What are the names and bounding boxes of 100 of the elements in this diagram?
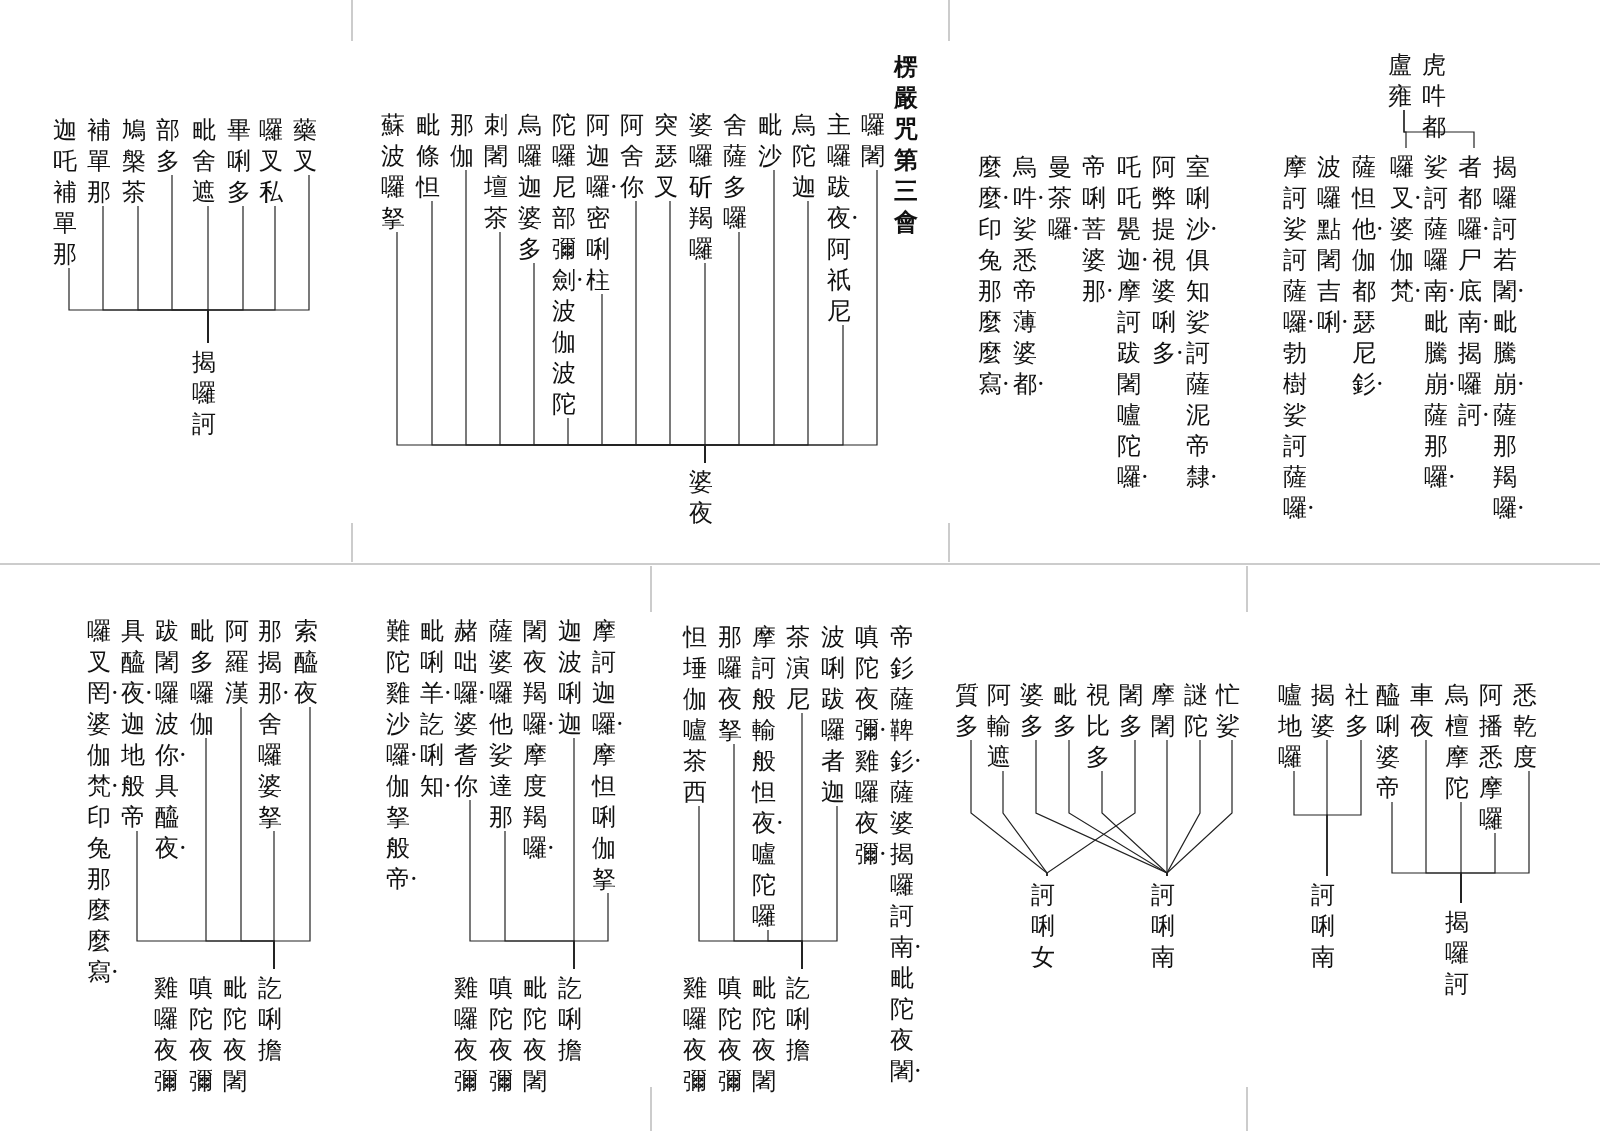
- gloss-text: 毗陀夜闍: [752, 973, 784, 1097]
- text-column: 毗多: [1053, 680, 1085, 742]
- text-column: 阿弊提視婆唎多·: [1152, 152, 1184, 369]
- gloss-text: 嗔陀夜彌: [718, 973, 750, 1097]
- text-column: 盧雍: [1388, 50, 1420, 112]
- text-column: 囉闍: [861, 110, 893, 172]
- text-column: 室唎沙·俱知娑訶薩泥帝隸·: [1186, 152, 1218, 493]
- text-column: 鳩槃茶: [122, 115, 154, 208]
- gloss-text: 訖唎擔: [786, 973, 818, 1066]
- text-column: 帝唎菩婆那·: [1082, 152, 1114, 307]
- text-column: 視比多: [1086, 680, 1118, 773]
- connector-line: [1403, 109, 1475, 149]
- text-column: 毗沙: [758, 110, 790, 172]
- text-column: 那伽: [450, 110, 482, 172]
- gloss-text: 訖唎擔: [558, 973, 590, 1066]
- text-column: 陀囉尼部彌劍·波伽波陀: [552, 110, 584, 420]
- text-column: 闍多: [1119, 680, 1151, 742]
- gloss-text: 雞囉夜彌: [154, 973, 186, 1097]
- text-column: 闍夜羯囉·摩度羯囉·: [523, 616, 555, 864]
- connector-line: [970, 739, 1048, 877]
- text-column: 謎陀: [1184, 680, 1216, 742]
- connector-line: [396, 231, 706, 464]
- connector-line: [136, 830, 275, 970]
- text-column: 毗條怛: [416, 110, 448, 203]
- text-column: 毗唎羊·訖唎知·: [420, 616, 452, 802]
- connector-line: [469, 799, 575, 970]
- text-column: 烏吽·娑悉帝薄婆都·: [1013, 152, 1045, 400]
- gloss-text: 嗔陀夜彌: [489, 973, 521, 1097]
- text-column: 阿播悉摩囉: [1479, 680, 1511, 835]
- text-column: 突瑟叉: [654, 110, 686, 203]
- gloss-text: 毗陀夜闍: [523, 973, 555, 1097]
- text-column: 嗔陀夜彌·雞囉夜彌·: [855, 622, 887, 870]
- text-column: 那囉夜拏: [718, 622, 750, 746]
- connector-line: [698, 805, 803, 970]
- gloss-text: 雞囉夜彌: [454, 973, 486, 1097]
- text-column: 摩闍: [1151, 680, 1183, 742]
- text-column: 烏檀摩陀: [1445, 680, 1477, 804]
- text-column: 蘇波囉拏: [381, 110, 413, 234]
- text-column: 者都囉·尸底南·揭囉訶·: [1458, 152, 1490, 431]
- text-column: 阿輸遮: [987, 680, 1019, 773]
- text-column: 帝釤薩鞞釤·薩婆揭囉訶南·毗陀夜闍·: [890, 622, 922, 1087]
- text-column: 那揭那·舍囉婆拏: [258, 616, 290, 833]
- text-column: 補單那: [87, 115, 119, 208]
- gloss-text: 揭囉訶: [192, 347, 224, 440]
- connector-line: [1391, 801, 1462, 904]
- text-column: 摩訶迦囉·摩怛唎伽拏: [592, 616, 624, 895]
- text-column: 車夜: [1410, 680, 1442, 742]
- text-column: 主囉跋夜·阿祇尼: [827, 110, 859, 327]
- text-column: 曼茶囉·: [1048, 152, 1080, 245]
- text-column: 吒吒甖迦·摩訶跋闍嚧陀囉·: [1117, 152, 1149, 493]
- text-column: 悉乾度: [1513, 680, 1545, 773]
- text-column: 揭婆: [1311, 680, 1343, 742]
- text-column: 摩訶般輸般怛夜·嚧陀囉: [752, 622, 784, 932]
- text-column: 婆囉斫羯囉: [689, 110, 721, 265]
- connector-line: [1293, 770, 1328, 877]
- gloss-text: 嗔陀夜彌: [189, 973, 221, 1097]
- text-column: 刺闍壇茶: [484, 110, 516, 234]
- text-column: 娑訶薩囉南·毗騰崩·薩那囉·: [1424, 152, 1456, 493]
- text-column: 迦波唎迦: [558, 616, 590, 740]
- text-column: 跋闍囉波你·具醯夜·: [155, 616, 187, 864]
- text-column: 虎吽都: [1422, 50, 1454, 143]
- text-column: 質多: [955, 680, 987, 742]
- text-column: 麼麼·印兔那麼麼寫·: [978, 152, 1010, 400]
- text-column: 囉叉私: [259, 115, 291, 208]
- text-column: 波囉點闍吉唎·: [1317, 152, 1349, 338]
- gloss-text: 揭囉訶: [1445, 907, 1477, 1000]
- text-column: 迦吒補單那: [53, 115, 85, 270]
- text-column: 毗舍遮: [192, 115, 224, 208]
- text-column: 具醯夜·迦地般帝: [121, 616, 153, 833]
- text-column: 烏陀迦: [792, 110, 824, 203]
- text-column: 囉叉·婆伽梵·: [1390, 152, 1422, 307]
- gloss-text: 訖唎擔: [258, 973, 290, 1066]
- title: 楞嚴咒第三會: [894, 51, 919, 237]
- text-column: 藥叉: [293, 115, 325, 177]
- gloss-text: 毗陀夜闍: [223, 973, 255, 1097]
- connector-line: [68, 267, 209, 344]
- text-column: 毗多囉伽: [190, 616, 222, 740]
- text-column: 阿迦囉·密唎柱: [586, 110, 618, 296]
- text-column: 醯唎婆帝: [1376, 680, 1408, 804]
- text-column: 畢唎多: [227, 115, 259, 208]
- text-column: 部多: [156, 115, 188, 177]
- text-column: 嚧地囉: [1278, 680, 1310, 773]
- text-column: 忙娑: [1216, 680, 1248, 742]
- text-column: 索醯夜: [294, 616, 326, 709]
- gloss-text: 訶唎南: [1151, 880, 1183, 973]
- text-column: 波唎跋囉者迦: [821, 622, 853, 808]
- text-column: 茶演尼: [786, 622, 818, 715]
- gloss-text: 婆夜: [689, 467, 721, 529]
- text-column: 阿羅漢: [225, 616, 257, 709]
- text-column: 摩訶娑訶薩囉·勃樹娑訶薩囉·: [1283, 152, 1315, 524]
- text-column: 赭咄囉·婆耆你: [454, 616, 486, 802]
- text-column: 阿舍你: [620, 110, 652, 203]
- text-column: 怛埵伽嚧茶西: [683, 622, 715, 808]
- text-column: 難陀雞沙囉·伽拏般帝·: [386, 616, 418, 895]
- gloss-text: 訶唎南: [1311, 880, 1343, 973]
- connector-line: [1035, 739, 1168, 877]
- text-column: 薩怛他·伽都瑟尼釤·: [1352, 152, 1384, 400]
- text-column: 社多: [1345, 680, 1377, 742]
- gloss-text: 訶唎女: [1031, 880, 1063, 973]
- text-column: 囉叉罔·婆伽梵·印兔那麼麼寫·: [87, 616, 119, 988]
